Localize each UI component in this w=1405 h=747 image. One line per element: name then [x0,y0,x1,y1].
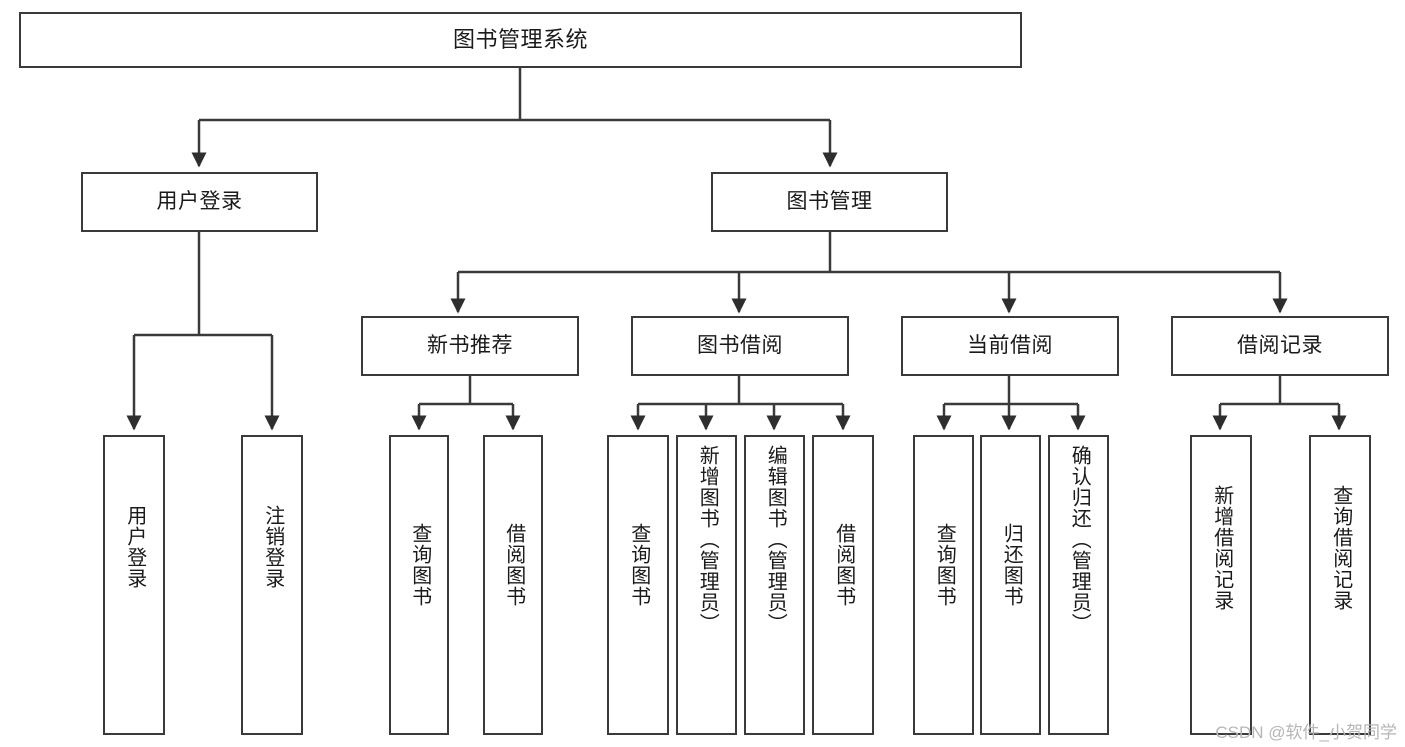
node-label: 当前借阅 [967,334,1053,358]
node-new-book-recommend[interactable]: 新书推荐 [361,316,579,376]
node-label: 查询图书 [408,523,431,607]
node-label: 借阅记录 [1237,334,1323,358]
node-label: 借阅图书 [832,523,855,607]
node-label: 新增借阅记录 [1210,485,1233,611]
node-label: 编辑图书（管理员） [764,445,787,634]
node-label: 图书管理 [786,190,873,214]
node-label: 归还图书 [1000,523,1023,607]
node-current-borrow[interactable]: 当前借阅 [901,316,1119,376]
node-root-system[interactable]: 图书管理系统 [19,12,1022,68]
node-label: 查询借阅记录 [1329,485,1352,611]
node-leaf-user-login[interactable]: 用户登录 [103,435,165,735]
node-label: 查询图书 [627,523,650,607]
node-leaf-add-borrow-record[interactable]: 新增借阅记录 [1190,435,1252,735]
node-label: 注销登录 [261,505,284,589]
node-label: 用户登录 [156,190,243,214]
node-borrow-record[interactable]: 借阅记录 [1171,316,1389,376]
node-label: 用户登录 [123,505,146,589]
node-leaf-confirm-return-admin[interactable]: 确认归还（管理员） [1048,435,1109,735]
node-leaf-borrow-book-nb[interactable]: 借阅图书 [483,435,543,735]
node-label: 确认归还（管理员） [1068,445,1091,634]
node-label: 借阅图书 [502,523,525,607]
node-leaf-query-book-bb[interactable]: 查询图书 [607,435,669,735]
node-user-login[interactable]: 用户登录 [81,172,318,232]
node-book-borrow[interactable]: 图书借阅 [631,316,849,376]
node-label: 新增图书（管理员） [696,445,719,634]
node-leaf-query-book-cb[interactable]: 查询图书 [913,435,974,735]
node-leaf-add-book-admin[interactable]: 新增图书（管理员） [676,435,737,735]
node-leaf-return-book[interactable]: 归还图书 [980,435,1041,735]
node-label: 图书管理系统 [452,26,588,52]
node-book-management[interactable]: 图书管理 [711,172,948,232]
node-label: 新书推荐 [427,334,513,358]
node-leaf-edit-book-admin[interactable]: 编辑图书（管理员） [744,435,805,735]
node-leaf-logout[interactable]: 注销登录 [241,435,303,735]
node-leaf-query-borrow-record[interactable]: 查询借阅记录 [1309,435,1371,735]
csdn-watermark: CSDN @软件_小贺同学 [1215,723,1397,742]
node-label: 查询图书 [933,523,956,607]
node-leaf-borrow-book-bb[interactable]: 借阅图书 [812,435,874,735]
node-leaf-query-book-nb[interactable]: 查询图书 [389,435,449,735]
node-label: 图书借阅 [697,334,783,358]
